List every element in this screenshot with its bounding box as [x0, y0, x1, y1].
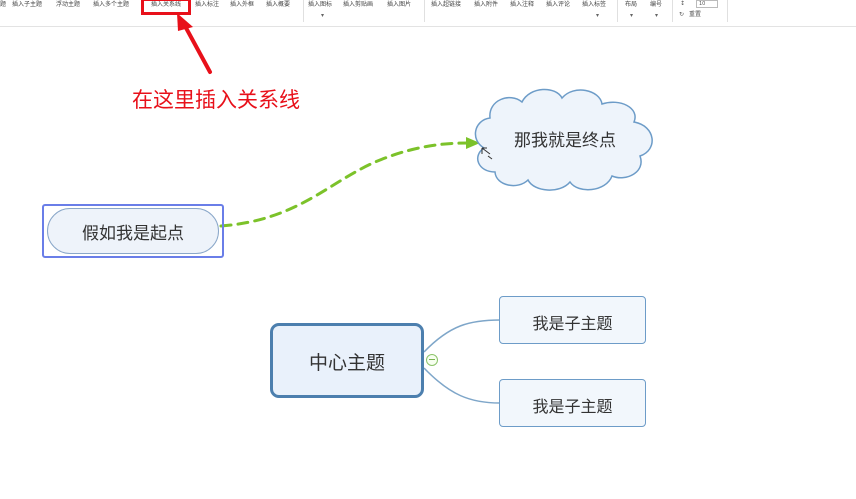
toolbar-item-insert-icon[interactable]: 插入图标 [308, 1, 333, 8]
toolbar-item-insert-clipart[interactable]: 插入剪贴画 [343, 1, 374, 8]
annotation-text: 在这里插入关系线 [132, 88, 300, 112]
central-topic-label: 中心主题 [308, 352, 385, 374]
toolbar-item-layout[interactable]: 布局 [625, 1, 638, 8]
toolbar-item-insert-topic[interactable]: 题 [0, 1, 7, 8]
toolbar-item-insert-image[interactable]: 插入图片 [387, 1, 412, 8]
toolbar-separator [727, 0, 728, 22]
subtopic-1[interactable] [499, 296, 646, 344]
toolbar-item-insert-multiple-topics[interactable]: 插入多个主题 [93, 1, 130, 8]
relationship-line[interactable] [219, 137, 480, 228]
toolbar-separator [617, 0, 618, 22]
reset-icon[interactable]: ↻ [679, 11, 685, 18]
toolbar-item-insert-subtopic[interactable]: 插入子主题 [12, 1, 43, 8]
toolbar-item-reset[interactable]: 重置 [689, 11, 702, 18]
start-node-label: 假如我是起点 [82, 224, 184, 244]
resize-cursor-icon [481, 147, 493, 160]
toolbar-separator [672, 0, 673, 22]
start-node-selection[interactable] [42, 204, 224, 258]
spacing-icon: ↕ [680, 0, 686, 7]
toolbar-item-insert-relationship[interactable]: 插入关系线 [151, 1, 182, 8]
zoom-select[interactable]: 10 [696, 0, 718, 8]
toolbar-item-numbering[interactable]: 编号 [650, 1, 663, 8]
toolbar-separator [303, 0, 304, 22]
toolbar-item-floating-topic[interactable]: 浮动主题 [56, 1, 81, 8]
dropdown-arrow-icon[interactable]: ▾ [630, 12, 634, 19]
subtopic-1-label: 我是子主题 [532, 314, 613, 333]
toolbar-item-insert-boundary[interactable]: 插入外框 [230, 1, 255, 8]
topic-connectors [423, 319, 501, 404]
dropdown-arrow-icon[interactable]: ▾ [655, 12, 659, 19]
subtopic-2[interactable] [499, 379, 646, 427]
toolbar-item-insert-hyperlink[interactable]: 插入超链接 [431, 1, 462, 8]
end-node-label: 那我就是终点 [514, 131, 616, 151]
start-node[interactable] [47, 208, 219, 254]
end-node-cloud-shape[interactable] [474, 88, 653, 191]
toolbar-item-insert-comment[interactable]: 插入评论 [546, 1, 571, 8]
toolbar-item-insert-attachment[interactable]: 插入附件 [474, 1, 499, 8]
subtopic-2-label: 我是子主题 [532, 397, 613, 416]
central-topic[interactable] [270, 323, 424, 398]
toolbar-item-insert-note[interactable]: 插入注释 [510, 1, 535, 8]
dropdown-arrow-icon[interactable]: ▾ [596, 12, 600, 19]
toolbar-item-insert-callout[interactable]: 插入标注 [195, 1, 220, 8]
annotation-arrow [177, 13, 212, 74]
toolbar-item-insert-summary[interactable]: 插入概要 [266, 1, 291, 8]
toolbar-item-insert-label[interactable]: 插入标签 [582, 1, 607, 8]
highlight-box [141, 0, 191, 15]
toolbar-separator [424, 0, 425, 22]
dropdown-arrow-icon[interactable]: ▾ [321, 12, 325, 19]
collapse-button[interactable] [426, 354, 438, 366]
